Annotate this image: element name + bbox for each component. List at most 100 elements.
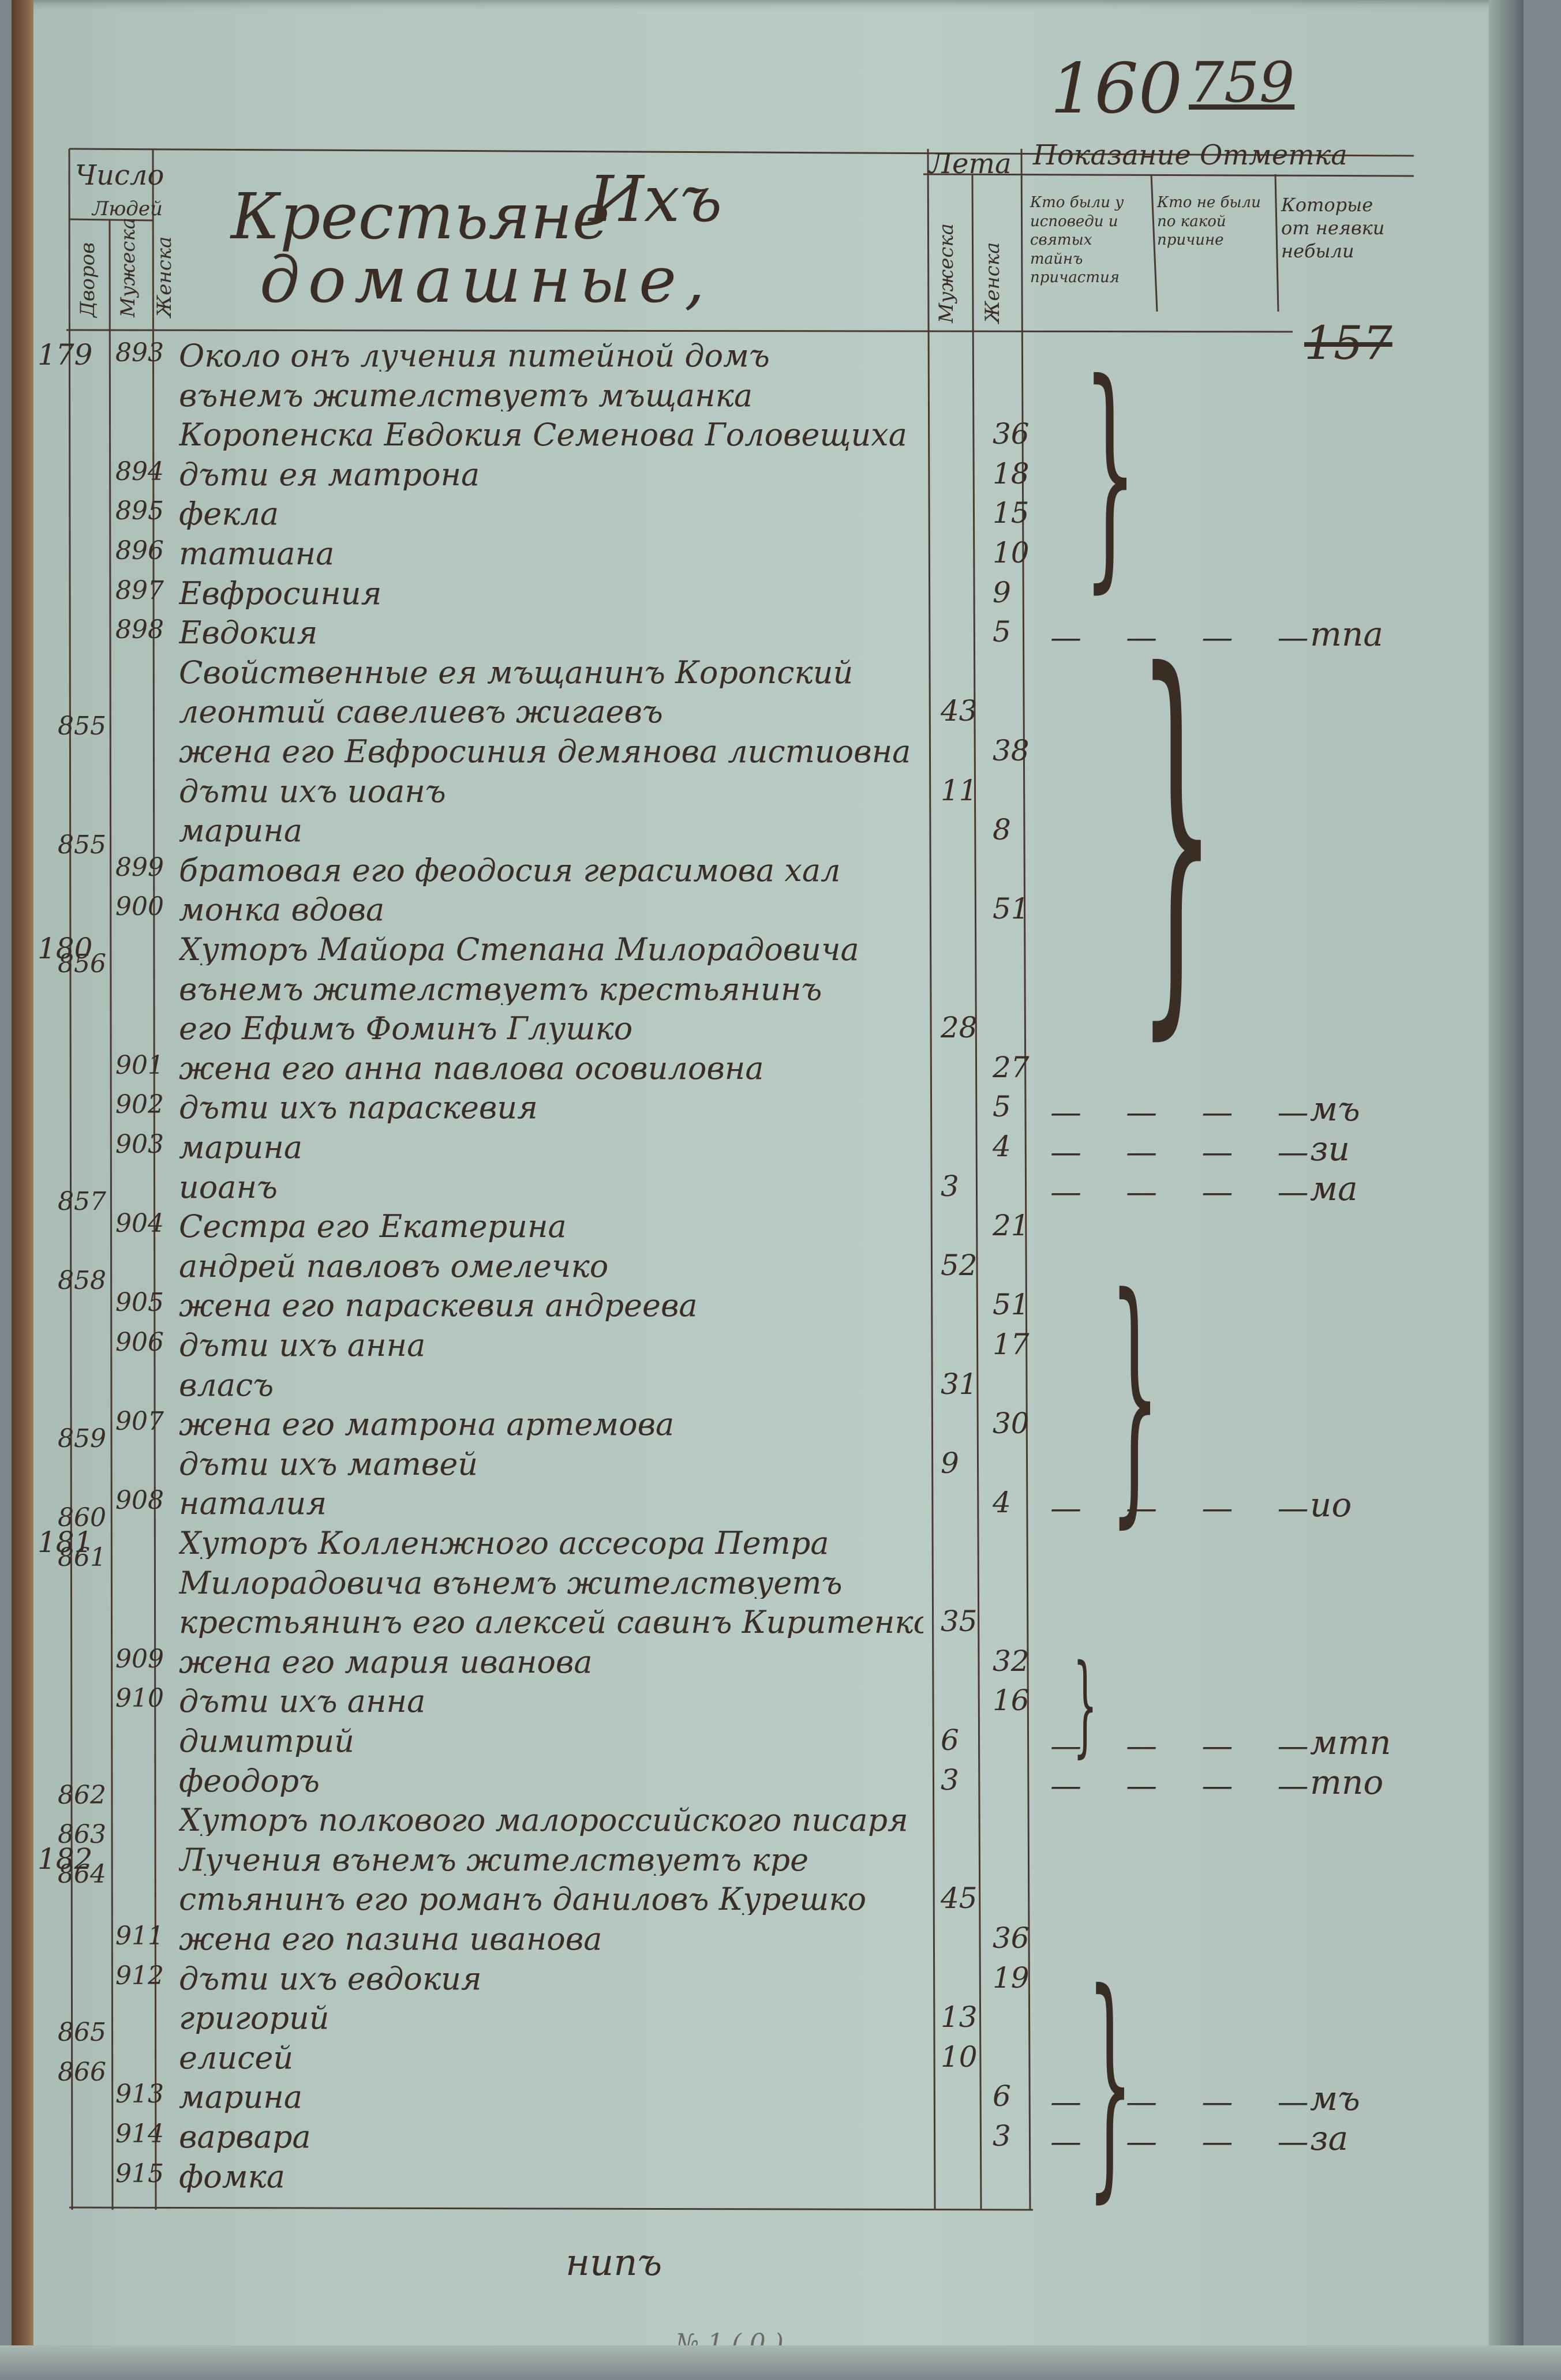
dash-line: — — — — — [1050, 1727, 1326, 1764]
women-number: 899 — [115, 852, 164, 882]
page-bottom-edge — [0, 2345, 1561, 2380]
entry-text: татиана — [179, 538, 335, 569]
header-col-not-present: Которые от неявки небыли — [1281, 194, 1385, 262]
table-ruling — [66, 148, 1414, 2211]
household-number: 180 — [38, 932, 93, 965]
men-number: 857 — [58, 1186, 106, 1216]
entry-text: его Ефимъ Фоминъ Глушко — [179, 1013, 633, 1045]
women-number: 893 — [115, 338, 164, 368]
age-men: 6 — [941, 1723, 959, 1757]
entry-text: жена его параскевия андреева — [179, 1290, 698, 1322]
age-men: 43 — [941, 694, 978, 728]
entry-text: Хуторъ полкового малороссийского писаря — [179, 1805, 908, 1836]
women-number: 913 — [115, 2079, 164, 2109]
remark-mark: ма — [1310, 1168, 1358, 1208]
entry-text: леонтий савелиевъ жигаевъ — [179, 696, 663, 728]
entry-text: дъти ея матрона — [179, 459, 480, 490]
women-number: 901 — [115, 1050, 164, 1080]
entry-text: Свойственные ея мъщанинъ Коропский — [179, 657, 854, 688]
women-number: 910 — [115, 1684, 164, 1714]
page-edge — [1489, 0, 1523, 2380]
title-domestic: домашные, — [260, 243, 713, 317]
catchword: нипъ — [566, 2242, 662, 2284]
entry-text: Хуторъ Колленжного ассесора Петра — [179, 1528, 829, 1559]
entry-text: Евфросиния — [179, 578, 382, 609]
men-number: 860 — [58, 1503, 106, 1533]
women-number: 900 — [115, 892, 164, 922]
entry-text: дъти ихъ параскевия — [179, 1092, 538, 1124]
age-men: 11 — [941, 773, 978, 807]
entry-text: наталия — [179, 1488, 327, 1520]
page-tally: 157 — [1304, 316, 1392, 370]
age-women: 8 — [993, 813, 1011, 847]
remark-mark: тпо — [1310, 1762, 1384, 1802]
women-number: 914 — [115, 2119, 164, 2149]
entry-text: феодоръ — [179, 1765, 320, 1797]
entry-text: григорий — [179, 2003, 330, 2034]
header-men: Мужеска — [117, 218, 140, 317]
entry-text: марина — [179, 815, 303, 847]
men-number: 866 — [58, 2057, 106, 2087]
women-number: 894 — [115, 456, 164, 486]
age-women: 27 — [993, 1050, 1030, 1084]
dash-line: — — — — — [1050, 2083, 1326, 2120]
household-number: 182 — [38, 1842, 93, 1876]
header-households: Дворов — [76, 242, 99, 317]
header-col-absent: Кто были у исповеди и святых тайнъ прича… — [1030, 194, 1124, 286]
age-women: 36 — [993, 1921, 1030, 1955]
entry-text: Около онъ лучения питейной домъ — [179, 340, 770, 372]
age-men: 10 — [941, 2040, 978, 2074]
age-men: 9 — [941, 1446, 959, 1480]
women-number: 915 — [115, 2158, 164, 2188]
women-number: 898 — [115, 615, 164, 645]
family-brace: } — [1073, 1641, 1098, 1768]
age-women: 21 — [993, 1209, 1030, 1243]
age-men: 28 — [941, 1011, 978, 1045]
women-number: 912 — [115, 1961, 164, 1991]
remark-mark: за — [1310, 2119, 1349, 2158]
header-souls: Людей — [92, 197, 163, 220]
age-women: 5 — [993, 1090, 1011, 1124]
entry-text: марина — [179, 1132, 303, 1163]
men-number: 859 — [58, 1424, 106, 1454]
entry-text: фекла — [179, 499, 279, 530]
header-count: Число — [75, 159, 164, 192]
age-men: 13 — [941, 2000, 978, 2034]
entry-text: вънемъ жителствуетъ мъщанка — [179, 380, 753, 411]
age-women: 6 — [993, 2079, 1011, 2113]
men-number: 856 — [58, 949, 106, 979]
family-brace: } — [1087, 1942, 1133, 2224]
entry-text: жена его Евфросиния демянова листиовна — [179, 736, 911, 767]
manuscript-page: 160 759 Число Людей Дворов Мужеска Женск… — [12, 0, 1523, 2380]
age-women: 18 — [993, 456, 1030, 490]
women-number: 896 — [115, 536, 164, 565]
entry-text: братовая его феодосия герасимова хал — [179, 854, 841, 886]
entry-text: Хуторъ Майора Степана Милорадовича — [179, 934, 859, 965]
entry-text: елисей — [179, 2042, 294, 2074]
family-brace: } — [1137, 589, 1216, 1073]
entry-text: Сестра его Екатерина — [179, 1211, 567, 1243]
entry-text: Евдокия — [179, 617, 318, 649]
age-women: 19 — [993, 1961, 1030, 1995]
women-number: 904 — [115, 1209, 164, 1239]
folio-number: 160 — [1050, 49, 1183, 129]
dash-line: — — — — — [1050, 1767, 1326, 1804]
household-number: 181 — [38, 1526, 93, 1559]
entry-text: варвара — [179, 2122, 311, 2153]
age-men: 3 — [941, 1169, 959, 1203]
remark-mark: ио — [1310, 1485, 1352, 1525]
women-number: 895 — [115, 496, 164, 526]
title-their: Ихъ — [589, 162, 723, 236]
dash-line: — — — — — [1050, 1094, 1326, 1131]
header-age-men: Мужеска — [935, 223, 958, 323]
men-number: 861 — [58, 1543, 106, 1572]
header-col-absent-reason: Кто не были по какой причине — [1157, 194, 1261, 249]
men-number: 855 — [58, 830, 106, 860]
remark-mark: мъ — [1310, 1089, 1360, 1129]
entry-text: Коропенска Евдокия Семенова Головещиха — [179, 419, 907, 451]
age-women: 30 — [993, 1407, 1030, 1441]
men-number: 858 — [58, 1265, 106, 1295]
men-number: 855 — [58, 711, 106, 741]
remark-mark: зи — [1310, 1129, 1350, 1168]
age-women: 4 — [993, 1486, 1011, 1520]
